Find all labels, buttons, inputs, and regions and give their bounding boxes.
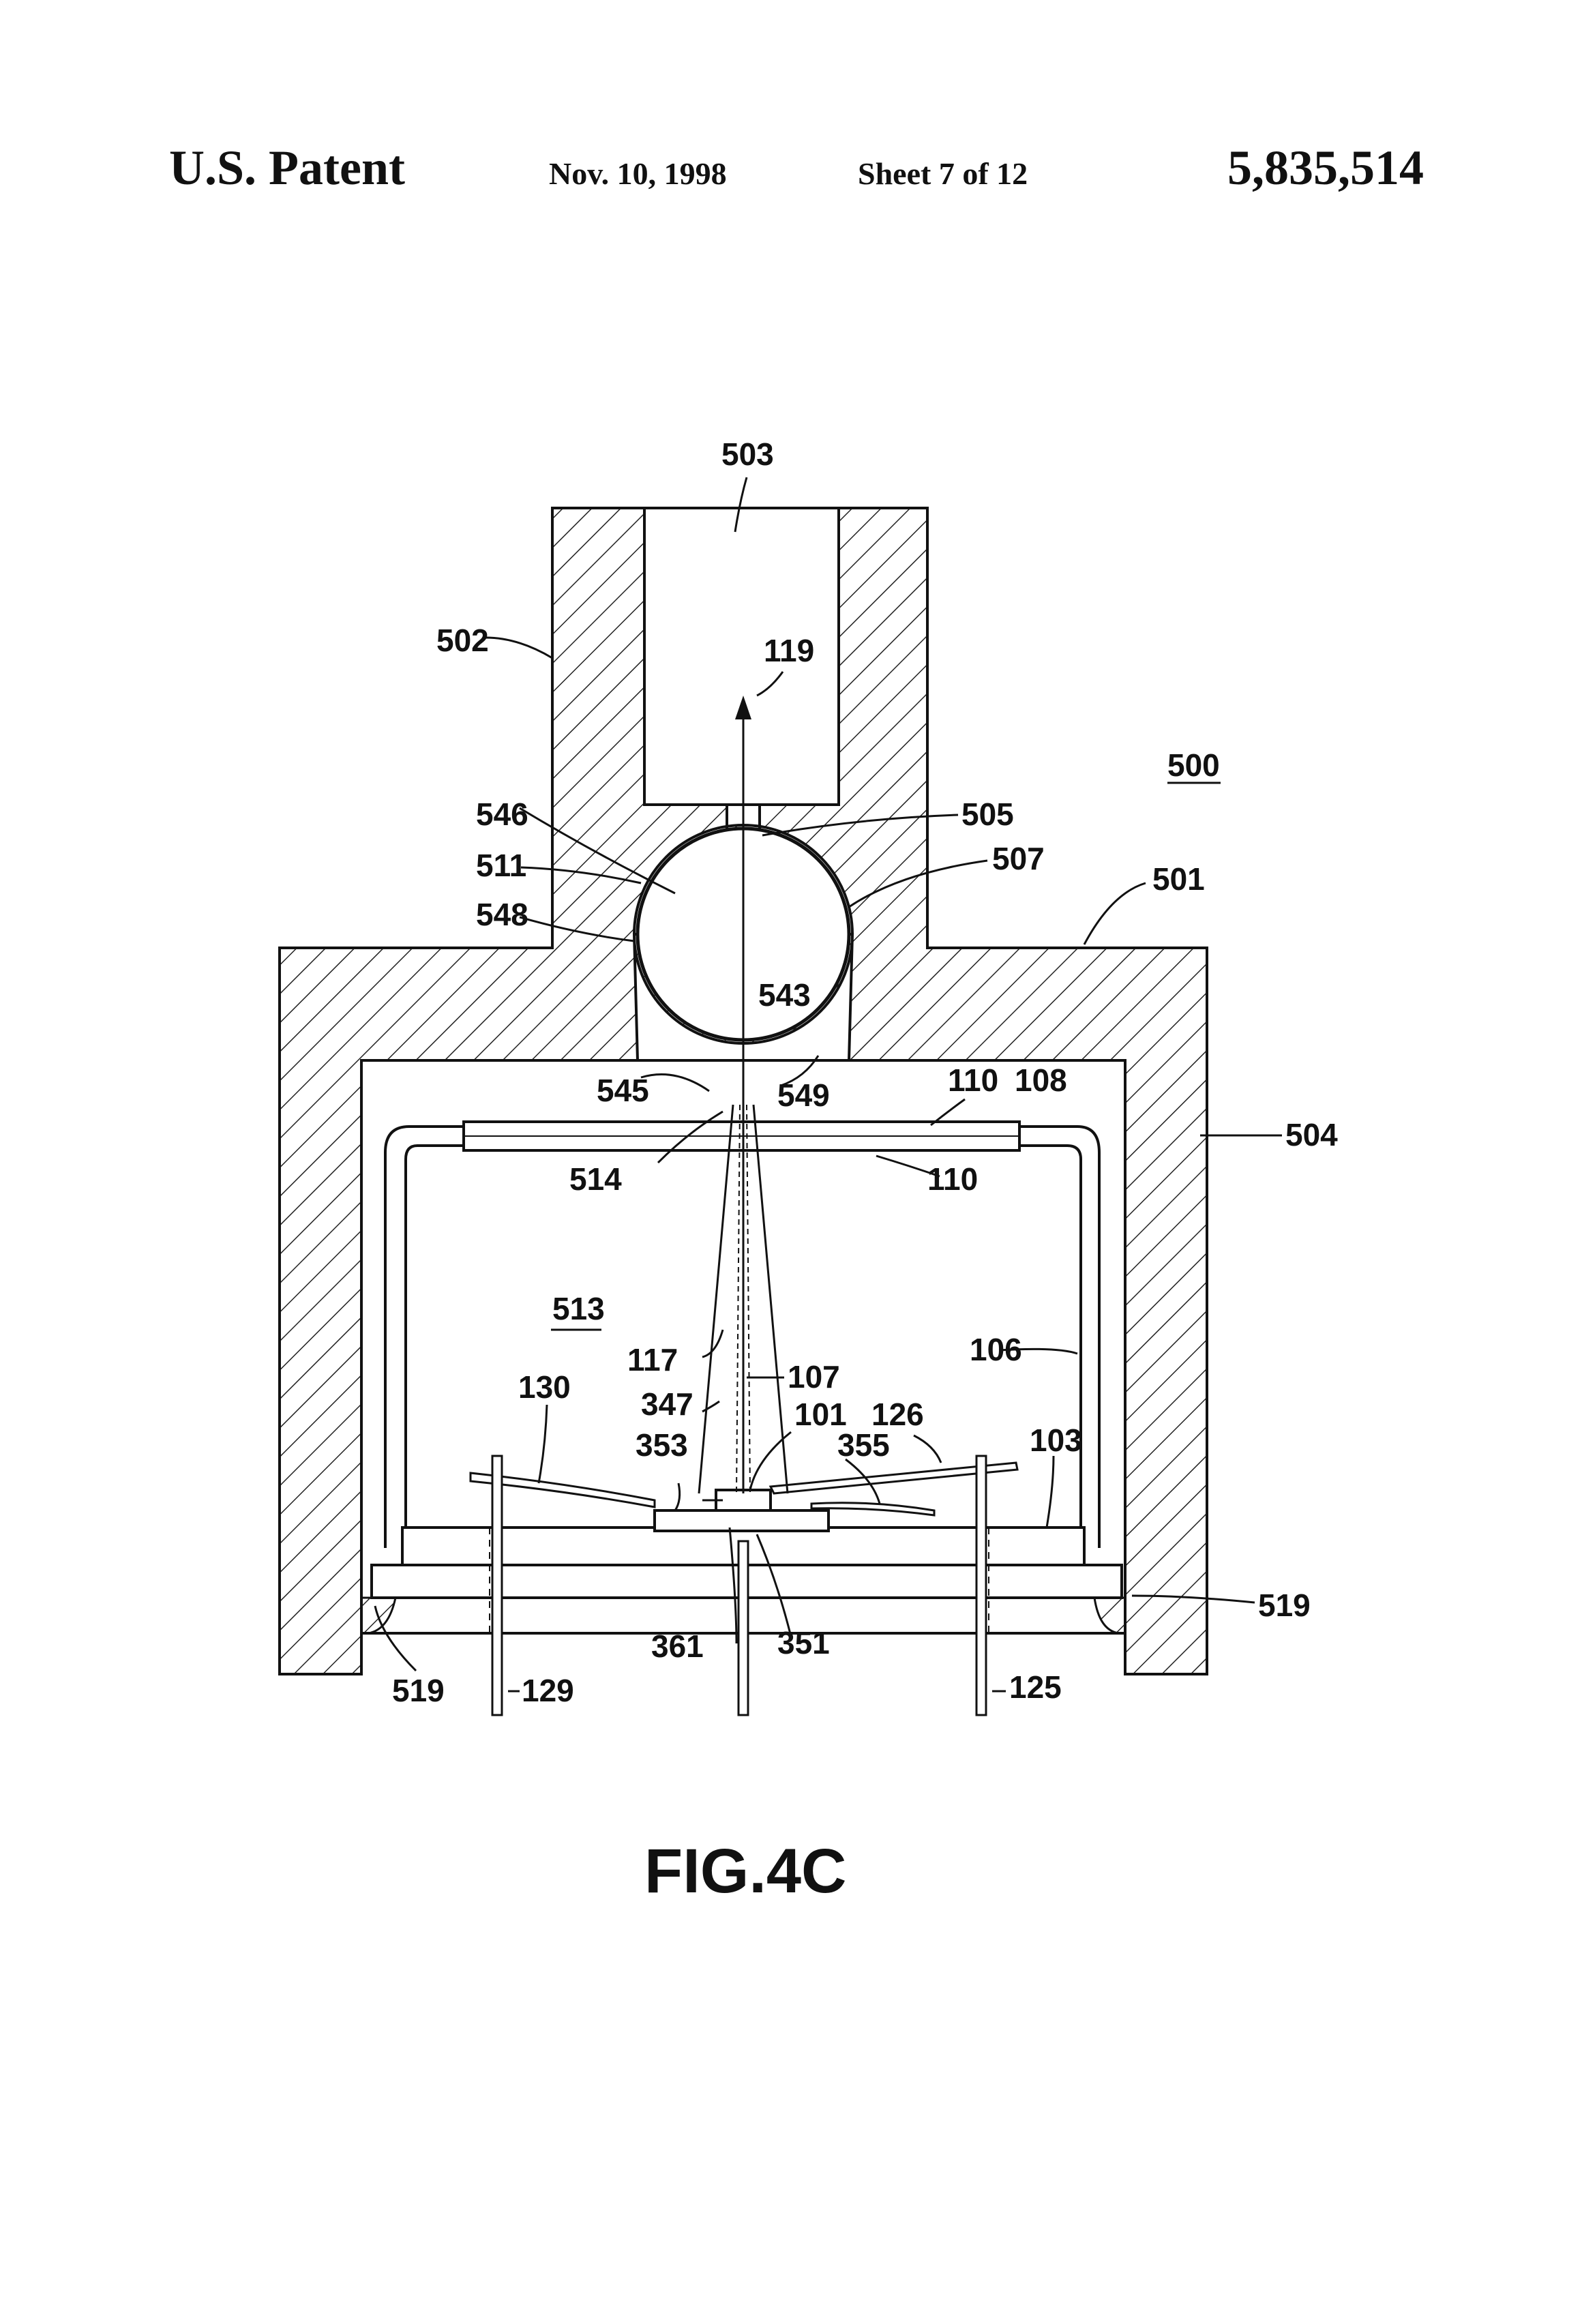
ref-519-right: 519 [1258,1588,1311,1623]
beam-left [699,1105,733,1493]
ref-500: 500 [1167,747,1220,783]
ref-548: 548 [476,897,528,932]
ref-549: 549 [777,1077,830,1113]
ref-110-bottom: 110 [927,1161,978,1197]
ref-130: 130 [518,1369,571,1405]
ref-117: 117 [627,1342,678,1377]
ref-351: 351 [777,1625,830,1660]
ref-347: 347 [641,1386,693,1422]
ref-501: 501 [1152,861,1205,897]
ref-129: 129 [522,1673,574,1708]
ref-106: 106 [970,1332,1022,1367]
ref-513: 513 [552,1291,605,1326]
ref-519-left: 519 [392,1673,445,1708]
ref-503: 503 [721,436,774,472]
ref-514: 514 [569,1161,622,1197]
ref-353: 353 [636,1427,688,1463]
seal-right [1094,1598,1125,1633]
ref-108: 108 [1015,1062,1067,1098]
ref-505: 505 [961,796,1014,832]
pin-center [738,1541,748,1715]
beam-inner-left [736,1105,740,1493]
ref-110-top: 110 [948,1062,998,1098]
ref-545: 545 [597,1073,649,1108]
ref-543: 543 [758,977,811,1013]
pin-125 [976,1456,986,1715]
figure-label: FIG.4C [644,1836,846,1906]
chip-pedestal [655,1510,829,1531]
ref-107: 107 [788,1359,840,1395]
ref-103: 103 [1030,1422,1082,1458]
ref-119: 119 [764,633,814,668]
ref-361: 361 [651,1628,704,1664]
ref-502: 502 [436,623,489,658]
ref-125: 125 [1009,1669,1062,1705]
ref-546: 546 [476,796,528,832]
beam-right [753,1105,788,1493]
pin-129 [492,1456,502,1715]
ref-507: 507 [992,841,1045,876]
beam-inner-right [747,1105,750,1493]
ref-504: 504 [1285,1117,1338,1152]
axis-arrowhead [735,696,751,719]
ref-511: 511 [476,848,526,883]
ref-355: 355 [837,1427,890,1463]
